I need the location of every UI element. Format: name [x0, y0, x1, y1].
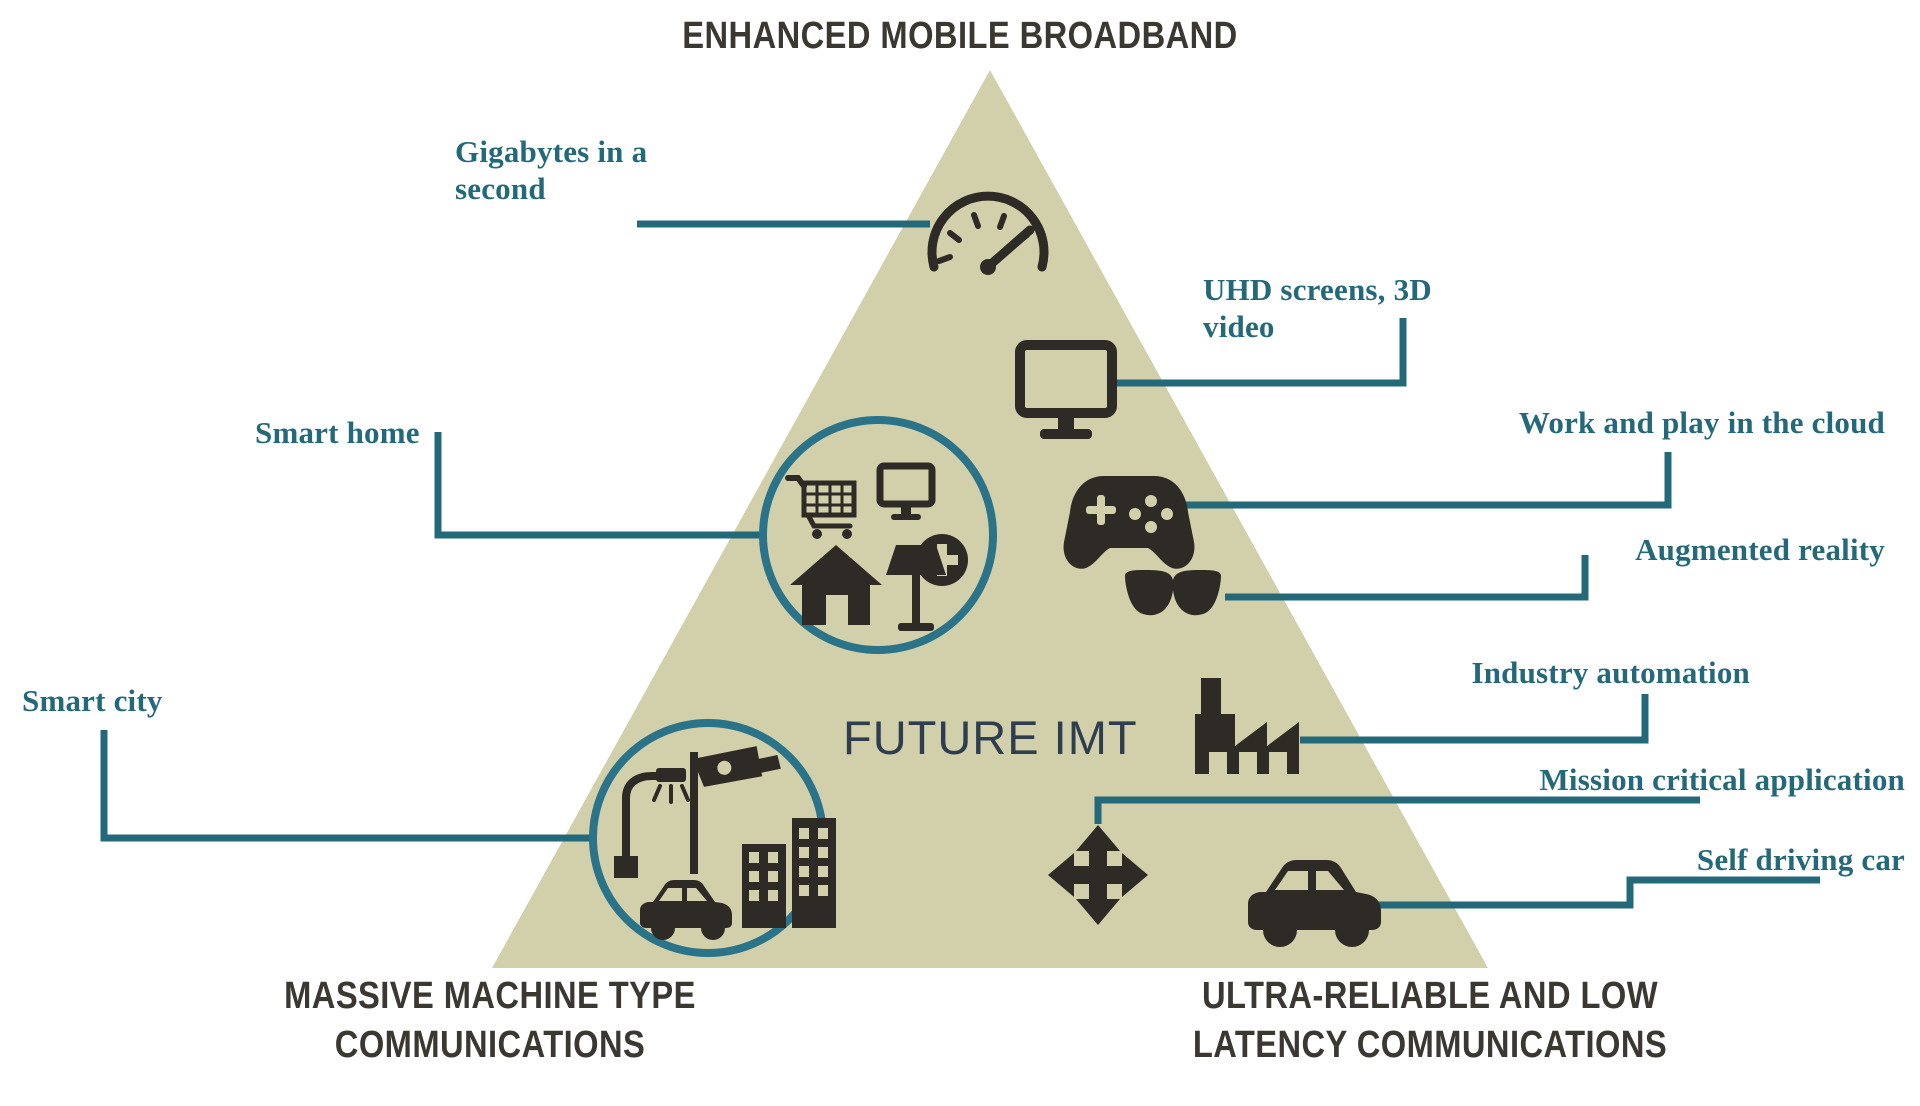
callout-label-work-and-play-in-the-cloud: Work and play in the cloud: [1518, 405, 1885, 440]
corner-label-ultra-reliable-low-latency-communications: ULTRA-RELIABLE AND LOW LATENCY COMMUNICA…: [1192, 975, 1668, 1066]
callout-label-gigabytes-in-a-second: Gigabytes in a second: [455, 134, 648, 206]
connector-mission-critical: [1094, 796, 1700, 824]
callout-label-smart-city: Smart city: [22, 683, 163, 718]
connector-self-driving-car: [1378, 876, 1820, 909]
callout-label-augmented-reality: Augmented reality: [1635, 532, 1885, 567]
connector-smart-home: [434, 432, 762, 539]
connector-lines: [100, 220, 1820, 909]
corner-label-enhanced-mobile-broadband: ENHANCED MOBILE BROADBAND: [682, 15, 1238, 57]
monitor-icon: [876, 462, 936, 520]
connector-smart-city: [100, 730, 593, 842]
callout-label-uhd-screens-3d-video: UHD screens, 3D video: [1203, 272, 1432, 344]
car-icon: [640, 880, 732, 940]
cctv-camera-icon: [690, 746, 781, 874]
smart-home-cluster-icon: [759, 416, 997, 654]
callout-label-self-driving-car: Self driving car: [1696, 842, 1905, 877]
connector-industry-automation: [1300, 694, 1649, 744]
shopping-cart-icon: [785, 475, 857, 539]
sunglasses-icon: [1125, 570, 1221, 616]
monitor-icon: [1015, 340, 1117, 439]
connector-work-and-play: [1180, 452, 1672, 509]
street-lamp-icon: [614, 768, 690, 878]
center-label-future-imt: FUTURE IMT: [843, 711, 1138, 764]
gamepad-icon: [1063, 476, 1195, 569]
callout-label-mission-critical-application: Mission critical application: [1539, 762, 1905, 797]
factory-icon: [1195, 678, 1299, 774]
house-icon: [790, 545, 882, 625]
callout-label-smart-home: Smart home: [255, 415, 420, 450]
connector-uhd-screens: [1112, 318, 1407, 387]
speedometer-icon: [927, 191, 1049, 275]
car-icon: [1248, 860, 1381, 947]
lamp-icon: [886, 545, 946, 631]
connector-augmented-reality: [1225, 555, 1589, 601]
buildings-icon: [742, 818, 836, 928]
smart-city-cluster-icon: [589, 719, 836, 957]
move-arrows-icon: [1048, 825, 1148, 925]
corner-label-massive-machine-type-communications: MASSIVE MACHINE TYPE COMMUNICATIONS: [284, 975, 696, 1066]
callout-label-industry-automation: Industry automation: [1471, 655, 1750, 690]
